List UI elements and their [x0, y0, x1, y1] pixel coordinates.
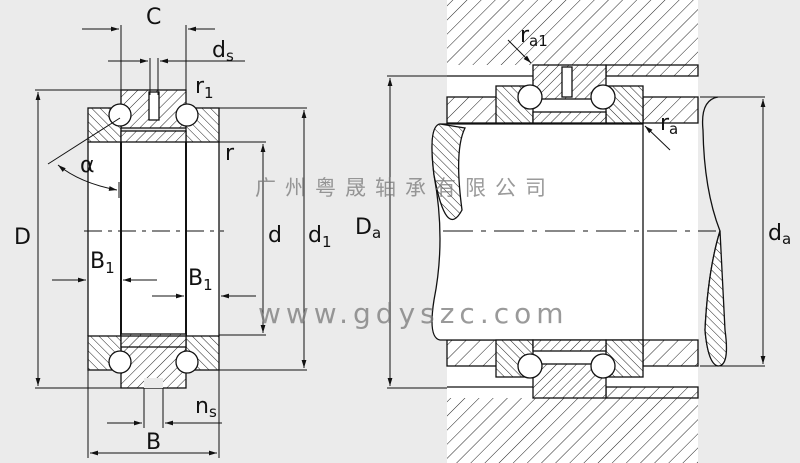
watermark-company: 广州粤晟轴承有限公司 — [255, 176, 555, 200]
label-d1: d1 — [308, 223, 332, 251]
label-B1-right: B1 — [188, 266, 213, 294]
label-B1-left: B1 — [90, 249, 115, 277]
label-r1: r1 — [195, 74, 214, 102]
right-mounting-section — [387, 0, 766, 463]
label-ra: ra — [660, 111, 678, 138]
left-bearing-section — [35, 25, 307, 458]
label-alpha: α — [80, 153, 95, 178]
dimension-labels: C ds r1 r α D d d1 B1 B1 ns B Da da ra1 … — [14, 5, 791, 455]
watermark-url: www.gdyszc.com — [258, 297, 569, 330]
label-r: r — [225, 141, 235, 166]
label-Da: Da — [355, 215, 381, 242]
label-D: D — [14, 225, 31, 250]
label-ra1: ra1 — [520, 23, 548, 50]
label-da: da — [768, 221, 791, 248]
label-C: C — [146, 5, 161, 30]
label-ns: ns — [195, 394, 217, 421]
label-d: d — [268, 223, 282, 248]
label-B: B — [146, 430, 161, 455]
label-ds: ds — [212, 38, 234, 65]
